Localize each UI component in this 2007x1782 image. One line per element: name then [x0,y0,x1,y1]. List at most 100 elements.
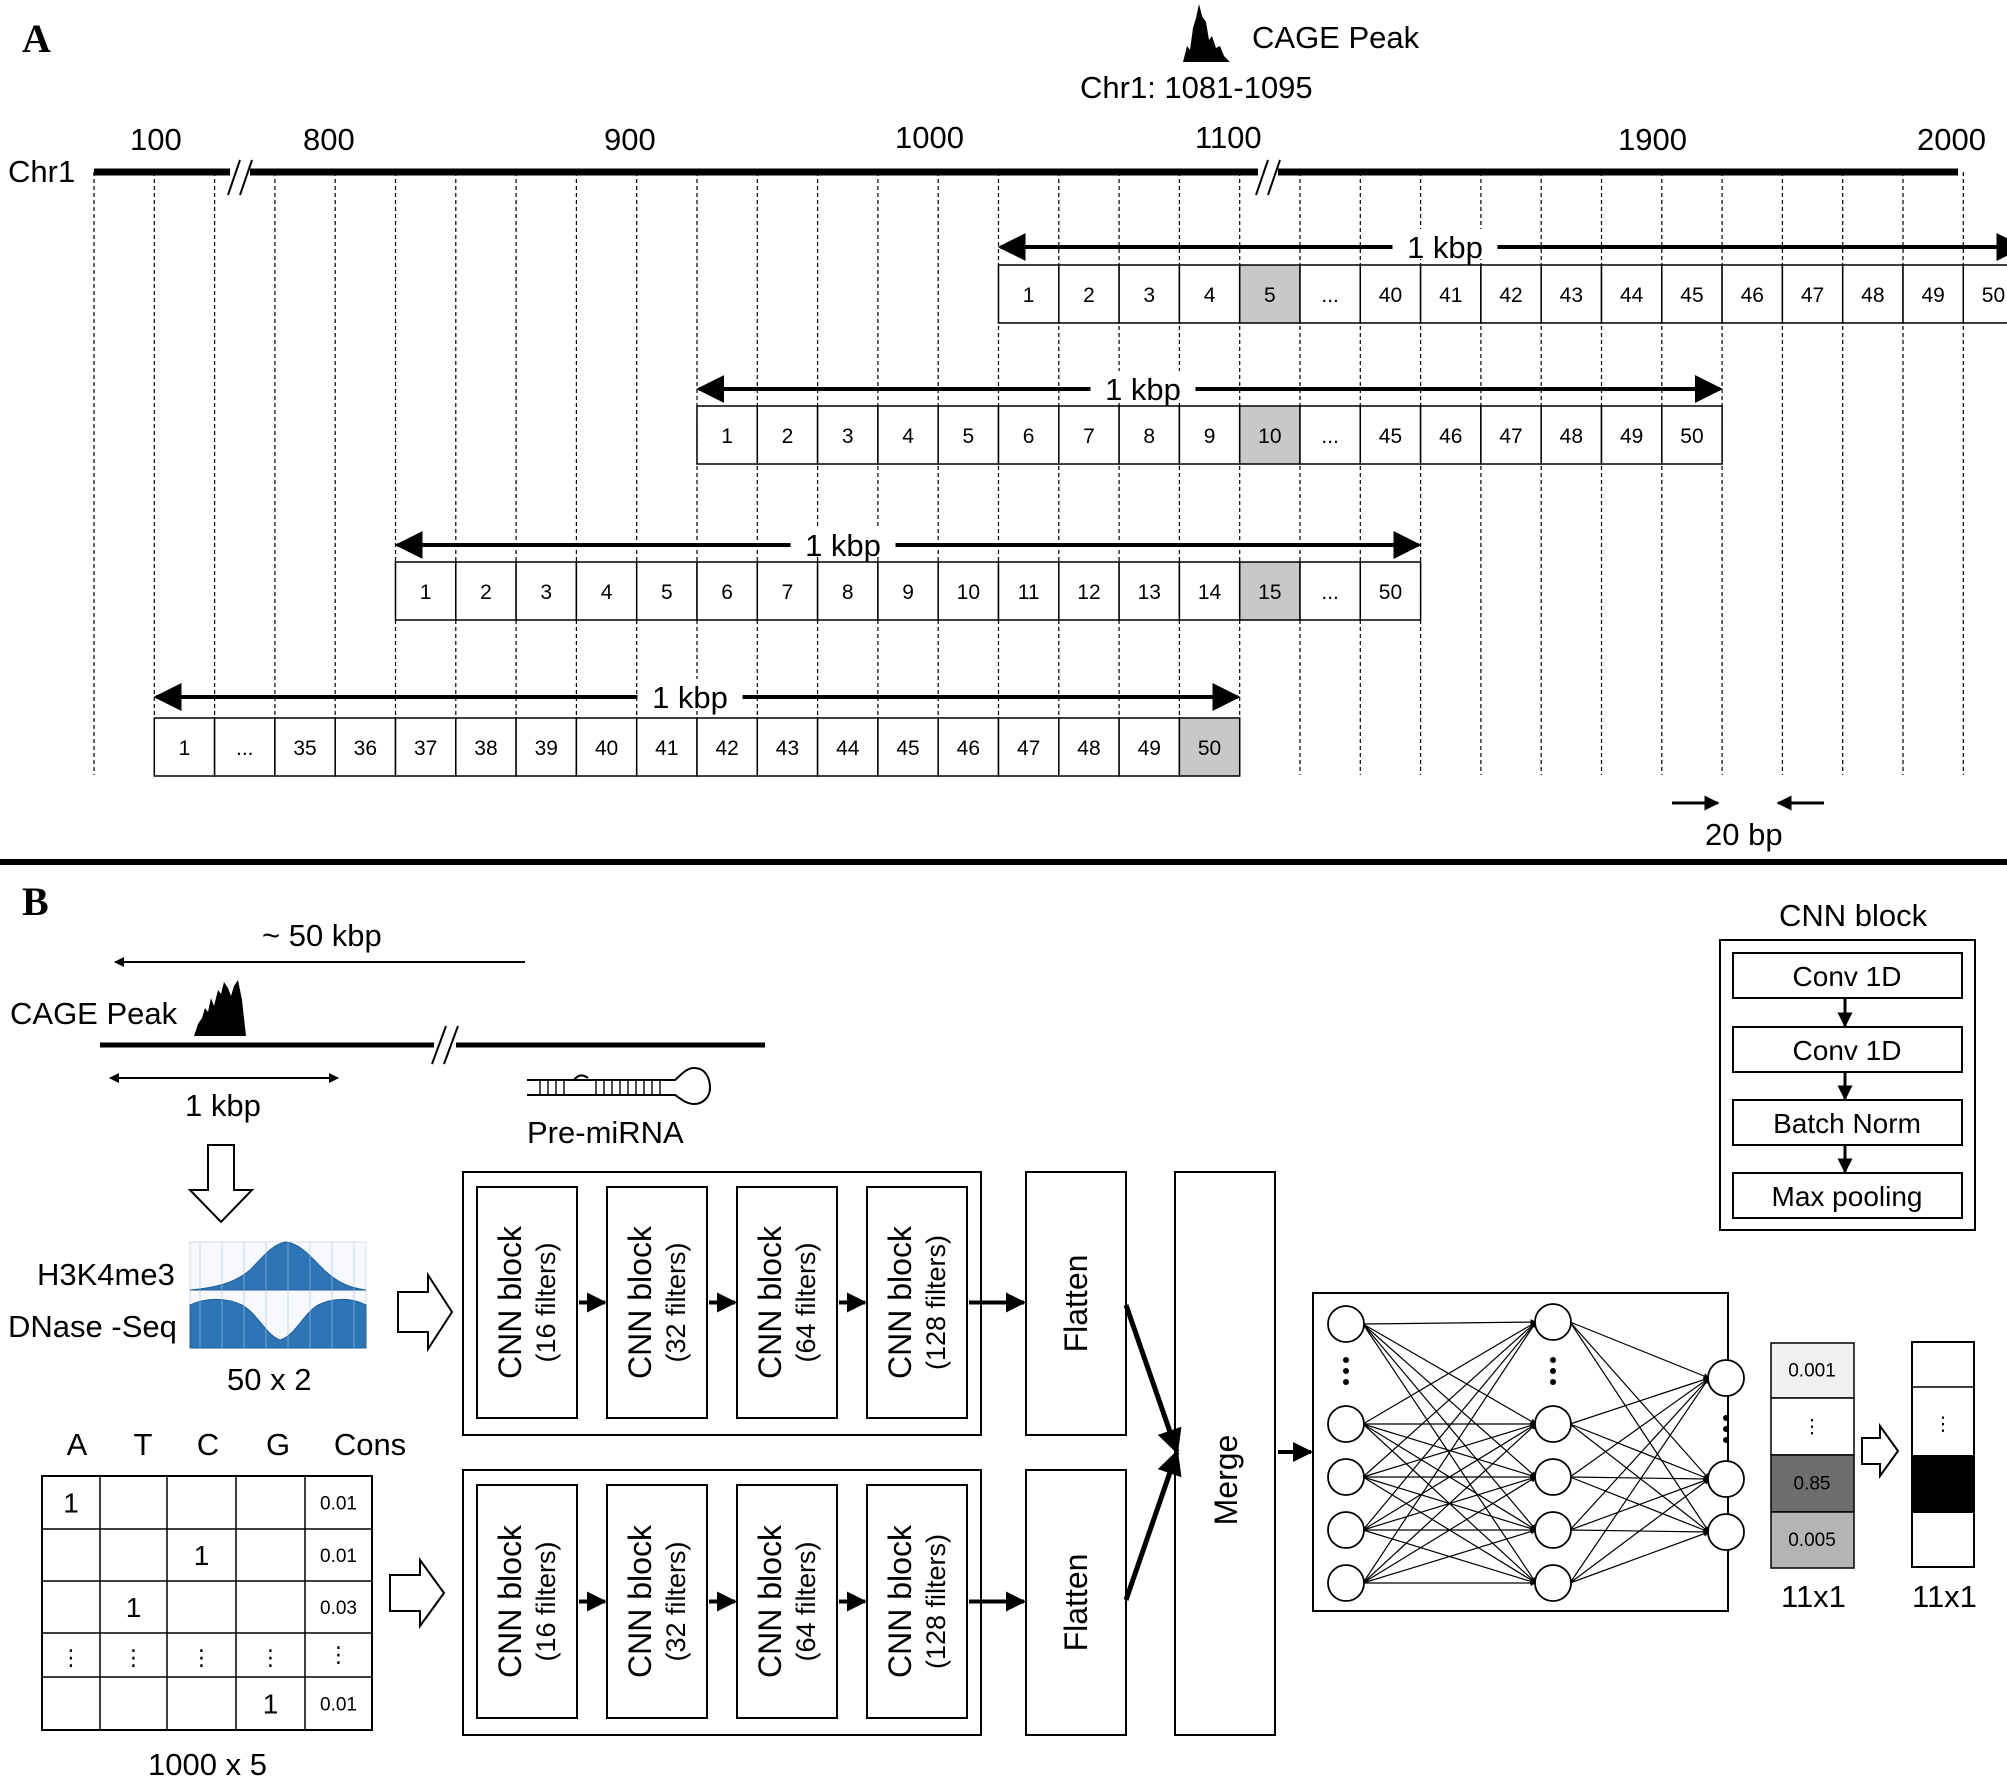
dense-edge [1362,1321,1537,1531]
output-cell-value: 0.005 [1788,1530,1836,1551]
window-label: 1 kbp [185,1088,261,1123]
cnn-block-filters: (32 filters) [661,1242,691,1362]
track-label-h3k4me3: H3K4me3 [37,1257,175,1292]
window-cell [1178,405,1241,465]
window-cell-label: 2 [480,581,492,604]
cnn-block [606,1484,708,1719]
axis-break-left [227,159,253,196]
flatten-box [1025,1171,1127,1436]
dense-edge [1569,1377,1710,1531]
window-cell [696,561,759,621]
window-cell [515,561,578,621]
window-cell-label: 9 [902,581,914,604]
dense-edge [1362,1321,1537,1584]
matrix-cell-value: 0.01 [320,1546,357,1567]
matrix-header: G [266,1427,290,1462]
window-cell-label: ... [236,737,254,760]
window-cell [1540,405,1603,465]
window-cell-label: 35 [293,737,316,760]
output-cell-value: ⋮ [1803,1417,1822,1438]
cage-peak-icon-b [194,980,246,1036]
window-cell-label: 1 [721,425,733,448]
window-cell-label: 40 [1379,284,1402,307]
window-cell-label: 48 [1077,737,1100,760]
neuron-input [1327,1564,1365,1602]
window-cell [1600,405,1663,465]
track-label-dnase-seq: DNase -Seq [8,1309,177,1344]
window-cell-label: 10 [1258,425,1281,448]
dense-edge [1362,1321,1537,1478]
window-cell-label: 15 [1258,581,1281,604]
window-cell [1540,264,1603,324]
window-cell [1419,405,1482,465]
cnn-block [866,1484,968,1719]
window-span-label-bg [637,679,743,709]
window-cell-label: 46 [1741,284,1764,307]
window-cell [1359,561,1422,621]
window-cell-label: ... [1321,284,1339,307]
matrix-header: Cons [334,1427,406,1462]
tick-label-100: 100 [130,122,182,157]
neuron-hidden [1534,1564,1572,1602]
window-cell [877,405,939,465]
hollow-down-arrow [187,1144,255,1224]
cnn-block-filters: (64 filters) [791,1541,821,1661]
dense-edge [1362,1476,1537,1584]
output-cell [1770,1342,1855,1399]
window-cell-label: 44 [836,737,860,760]
window-cell [1118,405,1181,465]
neuron-ellipsis-dot [1550,1379,1556,1385]
neuron-hidden [1534,1458,1572,1496]
window-cell [937,561,1000,621]
cnn-block [476,1186,578,1419]
flatten-to-merge-top [1123,1304,1182,1455]
cnn-block-filters: (128 filters) [921,1534,951,1669]
tick-label-1900: 1900 [1618,122,1687,157]
window-cell [1299,264,1362,324]
window-cell-label: 14 [1198,581,1222,604]
matrix-cell-value: 0.01 [320,1494,357,1515]
cnn-block-label: CNN block [882,1225,918,1379]
window-cell-label: 8 [1143,425,1155,448]
window-cell-label: 49 [1921,284,1944,307]
cnn-block-label: CNN block [752,1524,788,1678]
dense-edge [1569,1478,1710,1584]
cnn-block-filters: (32 filters) [661,1541,691,1661]
dense-edge [1362,1422,1537,1478]
window-cell-label: 10 [957,581,980,604]
hollow-arrow-bottom-branch [389,1556,446,1630]
window-cell [997,561,1060,621]
window-span-label: 1 kbp [805,528,881,563]
cnn-block-filters: (64 filters) [791,1242,821,1362]
cnn-branch-bottom: CNN block(16 filters)CNN block(32 filter… [462,1469,1127,1736]
matrix-cell-value: 1 [263,1689,279,1720]
tick-label-2000: 2000 [1917,122,1986,157]
dense-edge [1362,1323,1537,1531]
neuron-hidden [1534,1405,1572,1443]
window-cell-label: 44 [1620,284,1644,307]
neuron-ellipsis-dot [1723,1415,1729,1421]
window-cell-label: 50 [1680,425,1703,448]
neuron-ellipsis-dot [1343,1379,1349,1385]
dense-edge [1362,1528,1537,1584]
tick-label-800: 800 [303,122,355,157]
merge-label: Merge [1208,1435,1244,1526]
merge-box [1174,1171,1276,1736]
flatten-box [1025,1469,1127,1736]
window-cell [997,405,1060,465]
window-cell [1600,264,1663,324]
dense-edge [1569,1423,1710,1480]
neuron-ellipsis-dot [1723,1426,1729,1432]
window-cell-label: 38 [474,737,497,760]
cnn-block-label: CNN block [622,1524,658,1678]
signal-tracks [189,1241,367,1349]
window-cell [455,717,517,777]
output-dimensions: 11x1 [1781,1579,1846,1614]
window-cell [937,717,1000,777]
window-cell [877,717,939,777]
cnn-block [476,1484,578,1719]
